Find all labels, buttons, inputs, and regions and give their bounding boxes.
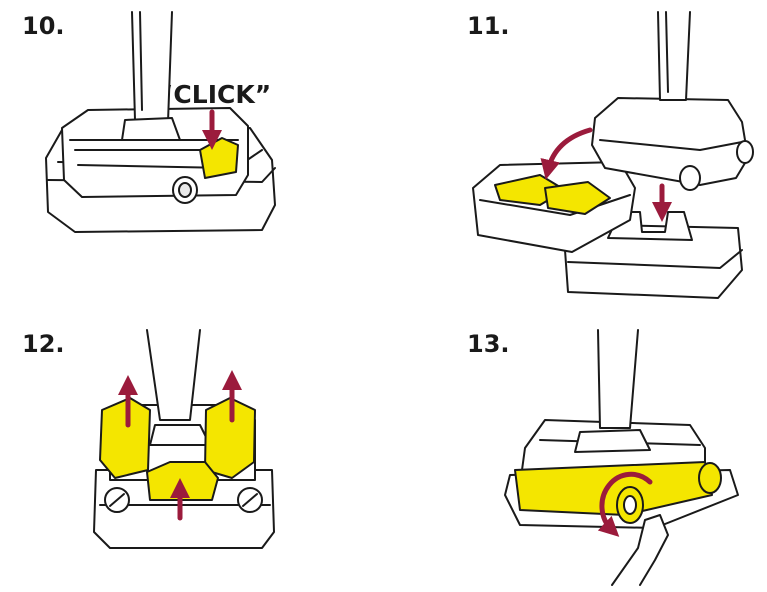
step-13-illustration xyxy=(504,329,739,586)
step-12-illustration xyxy=(93,329,275,549)
step-10-number: 10. xyxy=(22,12,65,40)
step-12-number: 12. xyxy=(22,330,65,358)
step-11-illustration xyxy=(472,11,754,299)
click-callout: “CLICK” xyxy=(157,80,272,109)
step-11-number: 11. xyxy=(467,12,510,40)
step-10-illustration xyxy=(45,11,276,233)
step-13-number: 13. xyxy=(467,330,510,358)
